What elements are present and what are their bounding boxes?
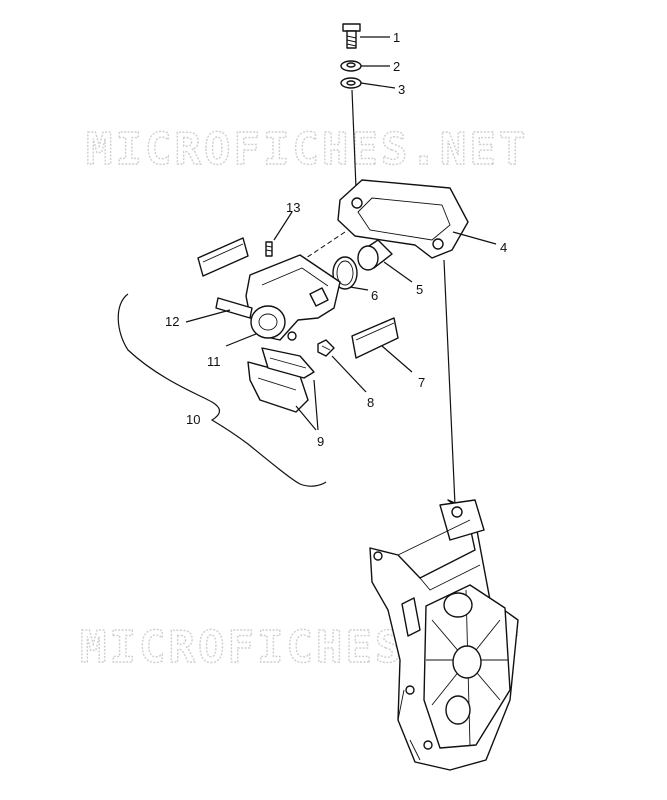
callout-5: 5 <box>416 282 423 297</box>
nut-part <box>340 60 362 72</box>
callout-4: 4 <box>500 240 507 255</box>
leader-12 <box>185 309 231 323</box>
assembly-brace <box>117 293 327 487</box>
leader-8 <box>331 355 367 393</box>
slide-pin-part <box>215 297 253 319</box>
guide-line-bracket <box>443 259 456 506</box>
leader-7 <box>381 345 413 373</box>
callout-10: 10 <box>186 412 200 427</box>
brake-pad-part <box>247 347 315 413</box>
bleeder-screw-part <box>317 339 335 357</box>
callout-13: 13 <box>286 200 300 215</box>
callout-8: 8 <box>367 395 374 410</box>
washer-part <box>340 77 362 89</box>
pad-shim-upper-part <box>197 237 249 277</box>
piston-part <box>357 239 393 271</box>
leader-6 <box>349 286 369 291</box>
leader-4 <box>452 231 497 245</box>
pad-shim-lower-part <box>351 317 399 359</box>
caliper-bracket-part <box>369 499 519 771</box>
leader-9 <box>295 379 319 431</box>
bolt-part <box>342 23 361 49</box>
leader-13 <box>273 211 293 241</box>
callout-11: 11 <box>207 354 221 369</box>
pin-part <box>265 241 273 257</box>
callout-1: 1 <box>393 30 400 45</box>
callout-6: 6 <box>371 288 378 303</box>
guide-line-caliper <box>299 231 346 263</box>
callout-7: 7 <box>418 375 425 390</box>
mounting-plate-part <box>337 179 469 259</box>
callout-2: 2 <box>393 59 400 74</box>
watermark-top: MICROFICHES.NET <box>86 124 528 175</box>
callout-3: 3 <box>398 82 405 97</box>
leader-3 <box>360 82 396 89</box>
leader-5 <box>383 261 413 283</box>
callout-12: 12 <box>165 314 179 329</box>
leader-11 <box>225 333 257 347</box>
caliper-body-part <box>245 254 341 341</box>
guide-line-bolt <box>351 89 357 189</box>
callout-9: 9 <box>317 434 324 449</box>
